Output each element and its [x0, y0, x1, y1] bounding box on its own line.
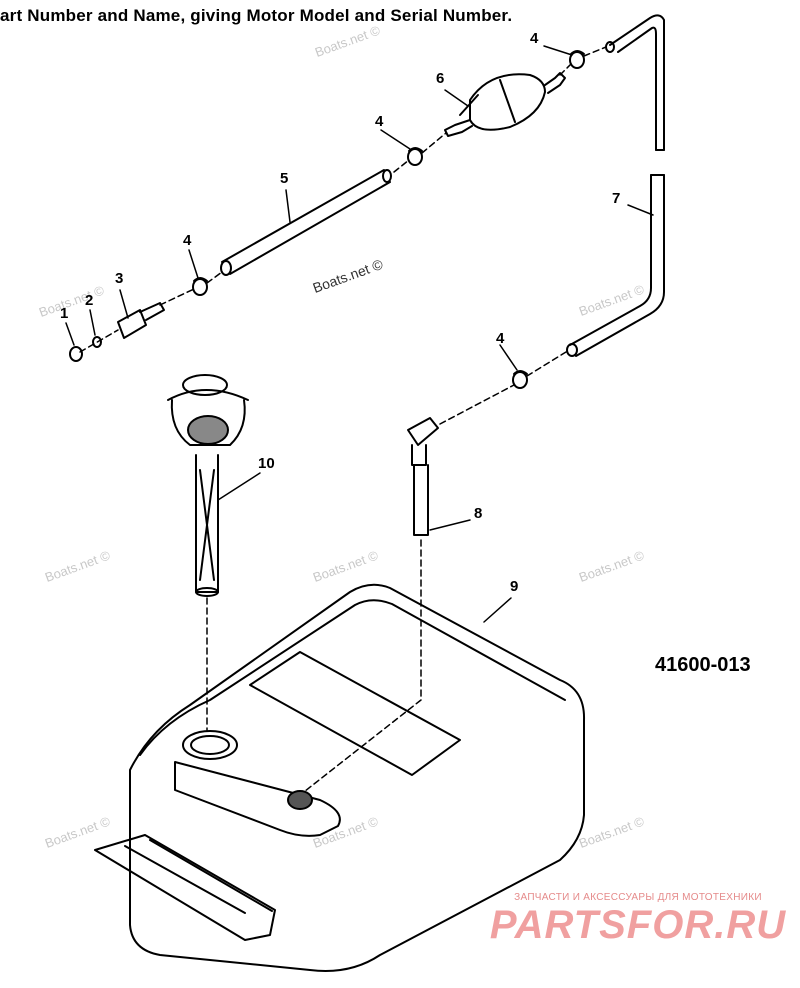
fuel-hose-part-7-upper — [605, 14, 665, 151]
callout-2: 2 — [85, 292, 94, 309]
retaining-ring-part-1 — [69, 346, 83, 362]
fuel-hose-part-7-lower — [566, 174, 665, 357]
callout-5: 5 — [280, 170, 289, 187]
banner-subtitle: ЗАПЧАСТИ И АКСЕССУАРЫ ДЛЯ МОТОТЕХНИКИ — [514, 892, 762, 903]
drawing-number: 41600-013 — [655, 654, 751, 676]
callout-6: 6 — [436, 70, 445, 87]
partsfor-banner: ЗАПЧАСТИ И АКСЕССУАРЫ ДЛЯ МОТОТЕХНИКИ PA… — [488, 892, 788, 947]
callout-4-left: 4 — [183, 232, 192, 249]
hose-clamp-part-4-right — [512, 370, 528, 389]
callout-3: 3 — [115, 270, 124, 287]
hose-clamp-part-4-mid — [407, 147, 423, 166]
callout-4-right: 4 — [496, 330, 505, 347]
connector-part-3 — [117, 302, 165, 339]
assembly-lines — [79, 46, 607, 796]
hose-clamp-part-4-top — [569, 50, 585, 69]
callout-9: 9 — [510, 578, 519, 595]
banner-logo: PARTSFOR.RU — [489, 903, 787, 947]
leader-lines — [65, 45, 654, 623]
fuel-gauge-part-10 — [167, 374, 249, 597]
callout-10: 10 — [258, 455, 275, 472]
callout-1: 1 — [60, 305, 69, 322]
o-ring-part-2 — [92, 336, 102, 348]
callout-4-top: 4 — [530, 30, 539, 47]
hose-clamp-part-4-left — [192, 277, 208, 296]
primer-bulb-part-6 — [444, 72, 566, 137]
pickup-tube-part-8 — [407, 417, 439, 536]
callout-4-mid: 4 — [375, 113, 384, 130]
fuel-tank-part-9 — [94, 583, 586, 972]
fuel-hose-part-5 — [220, 169, 392, 276]
callout-7: 7 — [612, 190, 621, 207]
callout-8: 8 — [474, 505, 483, 522]
ordering-instructions: art Number and Name, giving Motor Model … — [0, 6, 513, 25]
